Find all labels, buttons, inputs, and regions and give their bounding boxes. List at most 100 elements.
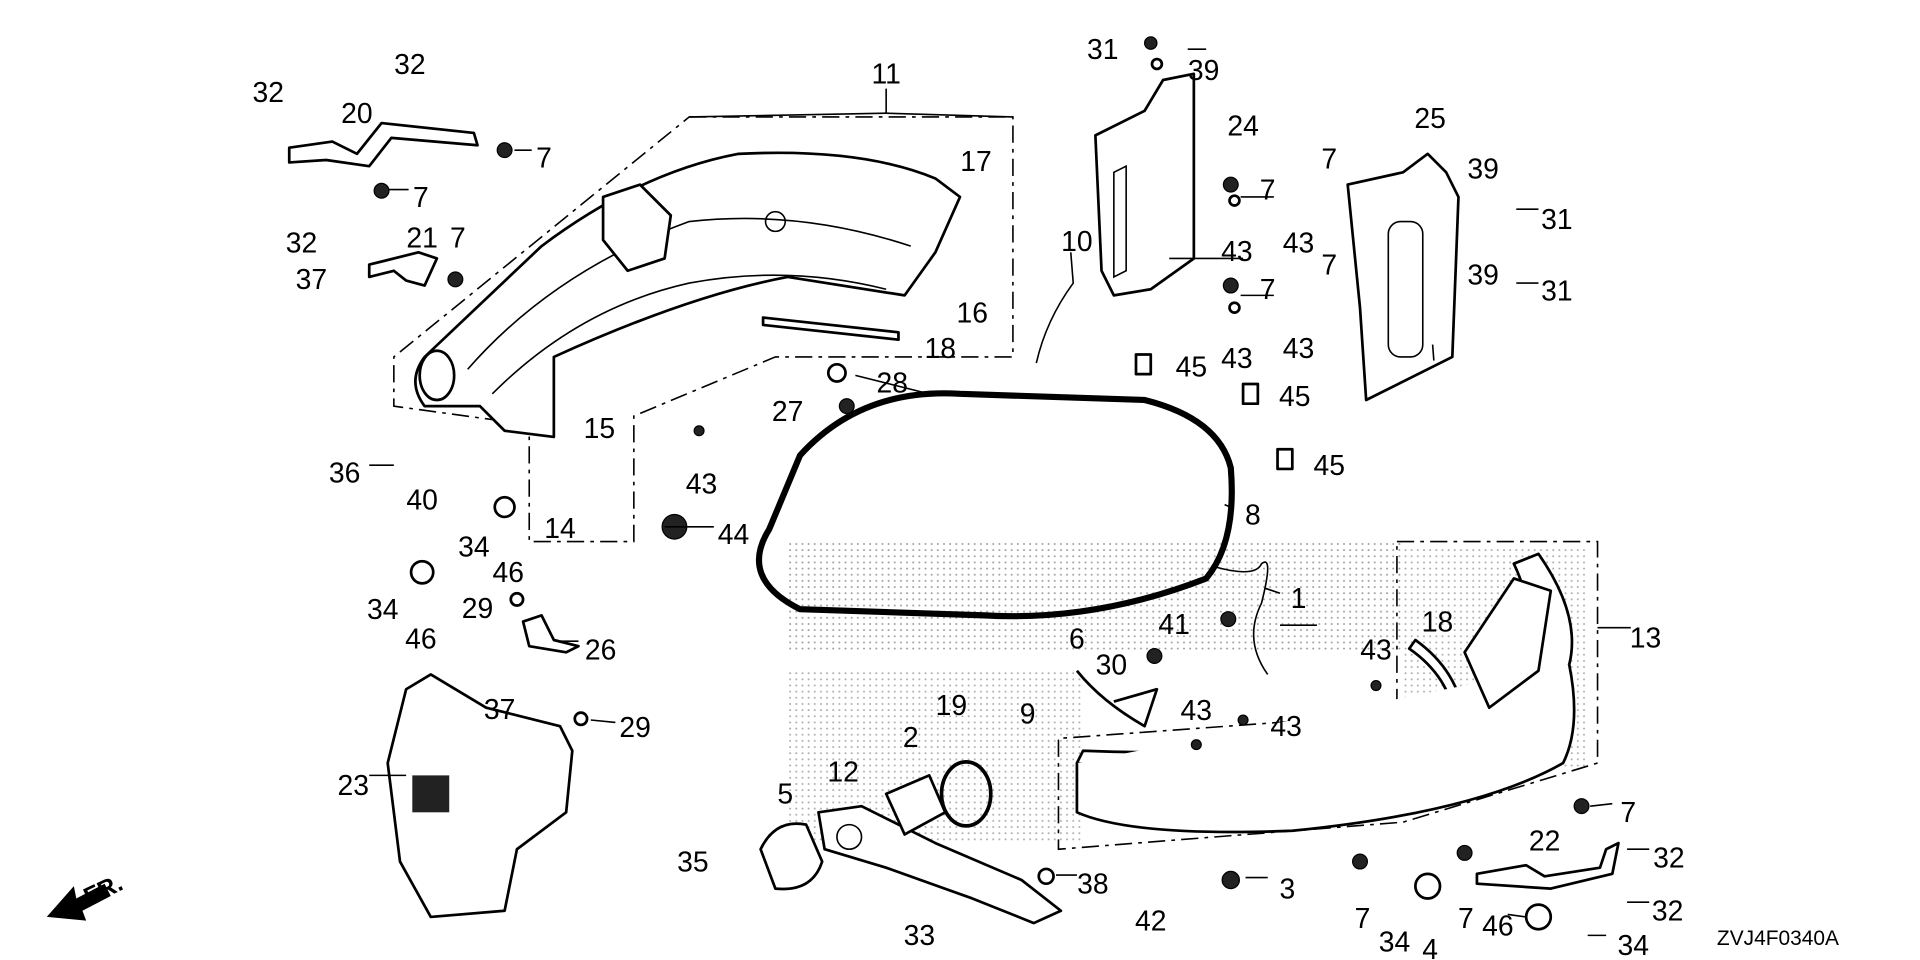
leader-line [689,112,887,118]
callout-34: 34 [458,530,489,562]
callout-34: 34 [1379,925,1410,957]
callout-32: 32 [394,48,425,80]
callout-1: 1 [1291,582,1307,614]
side-cover-25-part [1346,152,1460,402]
bracket-21-part [367,250,439,287]
leader-line [590,719,616,724]
callout-46: 46 [493,556,524,588]
callout-39: 39 [1188,54,1219,86]
callout-37: 37 [484,693,515,725]
ring-19-part [939,760,993,828]
strip-18-part [761,316,900,342]
callout-18: 18 [1422,605,1453,637]
callout-36: 36 [329,456,360,488]
callout-46: 46 [405,623,436,655]
callout-24: 24 [1227,109,1258,141]
callout-21: 21 [406,221,437,253]
callout-7: 7 [1260,273,1276,305]
group-box-11 [393,116,1014,543]
leader-line [1224,503,1234,510]
leader-line [886,112,1013,118]
callout-38: 38 [1077,868,1108,900]
callout-43: 43 [686,468,717,500]
callout-37: 37 [296,263,327,295]
front-arrow-icon [46,883,111,921]
callout-7: 7 [536,141,552,173]
callout-43: 43 [1283,332,1314,364]
callout-43: 43 [1270,710,1301,742]
callout-43: 43 [1221,342,1252,374]
callout-45: 45 [1279,380,1310,412]
callout-7: 7 [1620,796,1636,828]
cover-23-part [386,673,574,919]
callout-7: 7 [1321,248,1337,280]
wire-10-part [1035,252,1075,364]
callout-19: 19 [936,689,967,721]
bracket-6-part [1075,669,1159,728]
bracket-26-part [521,614,580,654]
callout-11: 11 [871,58,900,90]
callout-32: 32 [1652,895,1683,927]
callout-32: 32 [1653,842,1684,874]
callout-8: 8 [1245,498,1261,530]
callout-31: 31 [1541,274,1572,306]
callout-27: 27 [772,395,803,427]
callout-31: 31 [1087,33,1118,65]
callout-7: 7 [1458,902,1474,934]
callout-46: 46 [1482,909,1513,941]
callout-43: 43 [1283,226,1314,258]
callout-43: 43 [1360,634,1391,666]
leader-line [1590,802,1613,807]
leader-line [855,374,930,395]
callout-23: 23 [337,769,368,801]
callout-3: 3 [1280,872,1296,904]
plate-12-part [817,804,1063,925]
callout-41: 41 [1158,608,1189,640]
callout-39: 39 [1467,258,1498,290]
drawing-code: ZVJ4F0340A [1717,927,1839,950]
lower-cover-13-part [1075,552,1576,834]
callout-40: 40 [406,484,437,516]
callout-43: 43 [1221,235,1252,267]
callout-7: 7 [1321,143,1337,175]
upper-cowl-frame-part [414,151,962,439]
callout-14: 14 [544,512,575,544]
callout-42: 42 [1135,904,1166,936]
callout-32: 32 [253,76,284,108]
cap-5-part [759,822,824,891]
callout-34: 34 [1617,929,1648,960]
callout-25: 25 [1414,102,1445,134]
callout-44: 44 [718,518,749,550]
callout-7: 7 [450,221,466,253]
callout-7: 7 [413,181,429,213]
callout-39: 39 [1467,152,1498,184]
callout-17: 17 [960,145,991,177]
callout-45: 45 [1313,449,1344,481]
callout-35: 35 [677,845,708,877]
callout-45: 45 [1176,351,1207,383]
callout-15: 15 [584,412,615,444]
front-direction-indicator: FR. [46,870,127,921]
callout-6: 6 [1069,623,1085,655]
leader-line [1507,913,1527,918]
callout-10: 10 [1061,225,1092,257]
seal-8-part [755,390,1235,620]
callout-22: 22 [1529,824,1560,856]
leader-line [1431,344,1435,361]
callout-4: 4 [1422,933,1438,960]
bracket-20-part [287,121,479,168]
callout-9: 9 [1020,698,1036,730]
callout-33: 33 [904,919,935,951]
callout-2: 2 [903,721,919,753]
callout-31: 31 [1541,203,1572,235]
bracket-22-part [1475,841,1620,890]
callout-26: 26 [585,634,616,666]
callout-16: 16 [957,296,988,328]
callout-20: 20 [341,97,372,129]
callout-43: 43 [1181,694,1212,726]
leader-lines [369,48,1650,937]
callout-30: 30 [1096,648,1127,680]
hardware-fasteners [373,36,1590,931]
